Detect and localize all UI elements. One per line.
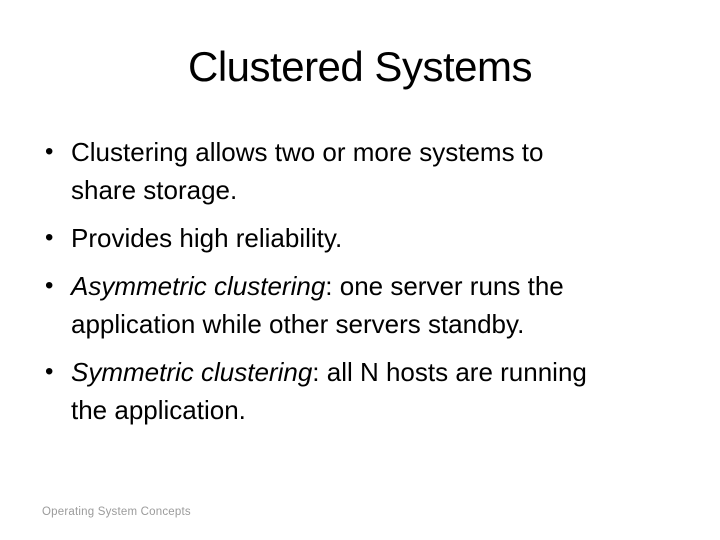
bullet-dot-icon: • [45,224,54,251]
bullet-dot-icon: • [45,358,54,385]
bullet-text: Asymmetric clustering: one server runs t… [71,267,675,343]
bullet-line: the application. [71,395,246,425]
bullet-list: • Clustering allows two or more systems … [45,133,675,439]
slide-title: Clustered Systems [188,43,532,90]
bullet-line: : one server runs the [325,271,564,301]
bullet-line: Provides high reliability. [71,223,343,253]
bullet-item-symmetric: • Symmetric clustering: all N hosts are … [45,353,675,429]
bullet-line: share storage. [71,175,238,205]
bullet-text: Clustering allows two or more systems to… [71,133,675,209]
bullet-item-reliability: • Provides high reliability. [45,219,675,257]
bullet-line: Clustering allows two or more systems to [71,137,544,167]
bullet-line: : all N hosts are running [312,357,587,387]
bullet-text: Provides high reliability. [71,219,675,257]
bullet-dot-icon: • [45,272,54,299]
bullet-term-italic: Asymmetric clustering [71,271,326,301]
bullet-text: Symmetric clustering: all N hosts are ru… [71,353,675,429]
bullet-item-asymmetric: • Asymmetric clustering: one server runs… [45,267,675,343]
bullet-line: application while other servers standby. [71,309,525,339]
slide-footer: Operating System Concepts [42,506,191,518]
bullet-dot-icon: • [45,138,54,165]
bullet-item-clustering: • Clustering allows two or more systems … [45,133,675,209]
bullet-term-italic: Symmetric clustering [71,357,313,387]
